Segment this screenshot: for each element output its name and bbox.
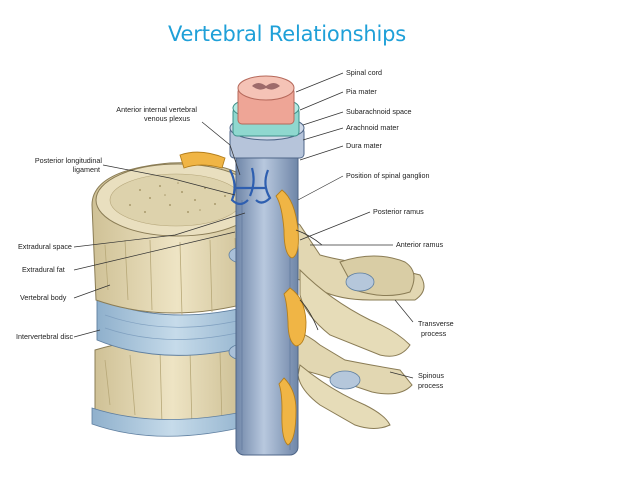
label-posterior-ramus: Posterior ramus [373, 207, 424, 216]
vertebral-body [91, 162, 263, 316]
label-venous-plexus-line1: Anterior internal vertebral [116, 105, 197, 114]
label-venous-plexus-line2: venous plexus [144, 114, 190, 123]
label-posterior-longitudinal-ligament-line1: Posterior longitudinal [35, 156, 103, 165]
label-spinous-process-line2: process [418, 381, 444, 390]
label-spinal-ganglion: Position of spinal ganglion [346, 171, 430, 180]
leader-lines [73, 72, 414, 379]
label-pia-mater: Pia mater [346, 87, 377, 96]
spinal-cord [237, 75, 295, 125]
label-subarachnoid-space: Subarachnoid space [346, 107, 412, 116]
label-spinal-cord: Spinal cord [346, 68, 382, 77]
spinal-nerves [179, 151, 307, 446]
label-arachnoid-mater: Arachnoid mater [346, 123, 399, 132]
label-vertebral-body: Vertebral body [20, 293, 67, 302]
venous-plexus [229, 167, 272, 206]
label-dura-mater: Dura mater [346, 141, 383, 150]
label-transverse-process-line1: Transverse [418, 319, 454, 328]
label-transverse-process-line2: process [421, 329, 447, 338]
label-posterior-longitudinal-ligament-line2: ligament [73, 165, 100, 174]
label-spinous-process-line1: Spinous [418, 371, 444, 380]
slide-title: Vertebral Relationships [168, 22, 407, 46]
label-intervertebral-disc: Intervertebral disc [16, 332, 74, 341]
label-extradural-fat: Extradural fat [22, 265, 65, 274]
label-extradural-space: Extradural space [18, 242, 72, 251]
label-anterior-ramus: Anterior ramus [396, 240, 444, 249]
